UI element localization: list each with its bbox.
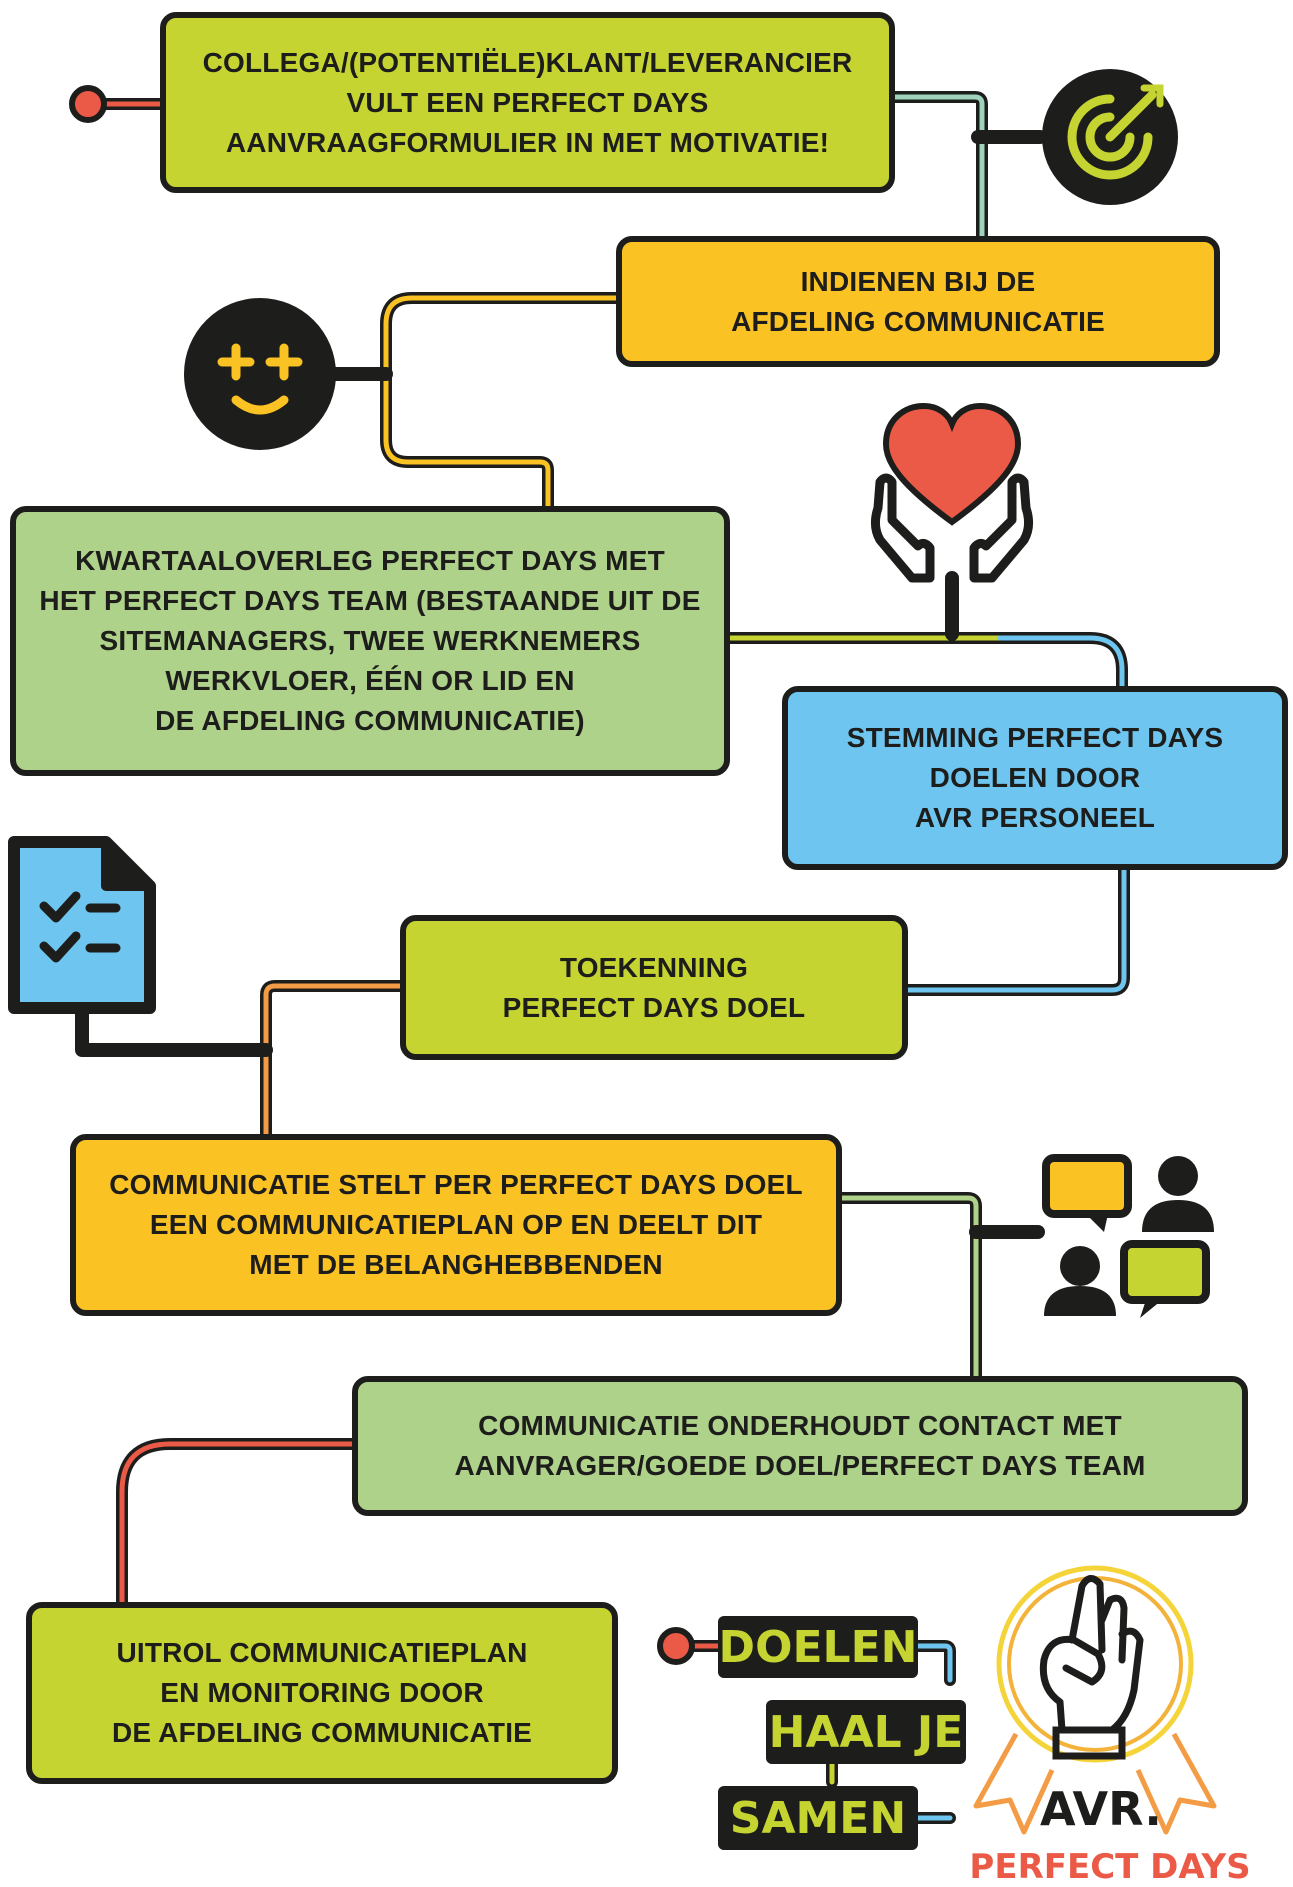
connector-5-6 xyxy=(260,980,408,1142)
step-6-box: COMMUNICATIE STELT PER PERFECT DAYS DOEL… xyxy=(70,1134,842,1316)
connector-4-5 xyxy=(899,862,1130,996)
brand-name: AVR. xyxy=(1040,1782,1162,1836)
heart-hands-icon xyxy=(870,402,1034,583)
ok-hand-badge-icon xyxy=(973,1565,1217,1835)
start-dot xyxy=(69,85,107,123)
slogan-dot xyxy=(657,1627,695,1665)
connector-1-2 xyxy=(887,91,988,244)
target-icon xyxy=(1042,69,1178,205)
step-1-box: COLLEGA/(POTENTIËLE)KLANT/LEVERANCIER VU… xyxy=(160,12,895,193)
connector-3-4 xyxy=(722,632,1128,694)
brand-subtitle: PERFECT DAYS xyxy=(969,1847,1251,1887)
smiley-icon xyxy=(184,298,336,450)
conversation-icon xyxy=(1042,1154,1214,1318)
checklist-stem xyxy=(75,1001,273,1057)
connector-6-7 xyxy=(834,1192,982,1384)
slogan-line-3: SAMEN xyxy=(718,1786,918,1850)
step-2-box: INDIENEN BIJ DE AFDELING COMMUNICATIE xyxy=(616,236,1220,367)
step-7-box: COMMUNICATIE ONDERHOUDT CONTACT MET AANV… xyxy=(352,1376,1248,1516)
connector-7-8 xyxy=(116,1438,360,1610)
step-4-box: STEMMING PERFECT DAYS DOELEN DOOR AVR PE… xyxy=(782,686,1288,870)
step-5-box: TOEKENNING PERFECT DAYS DOEL xyxy=(400,915,908,1060)
step-3-box: KWARTAALOVERLEG PERFECT DAYS MET HET PER… xyxy=(10,506,730,776)
checklist-icon xyxy=(8,836,156,1014)
step-8-box: UITROL COMMUNICATIEPLAN EN MONITORING DO… xyxy=(26,1602,618,1784)
slogan-line-1: DOELEN xyxy=(718,1616,918,1678)
connector-2-3 xyxy=(380,292,624,514)
slogan-line-2: HAAL JE xyxy=(766,1700,966,1764)
